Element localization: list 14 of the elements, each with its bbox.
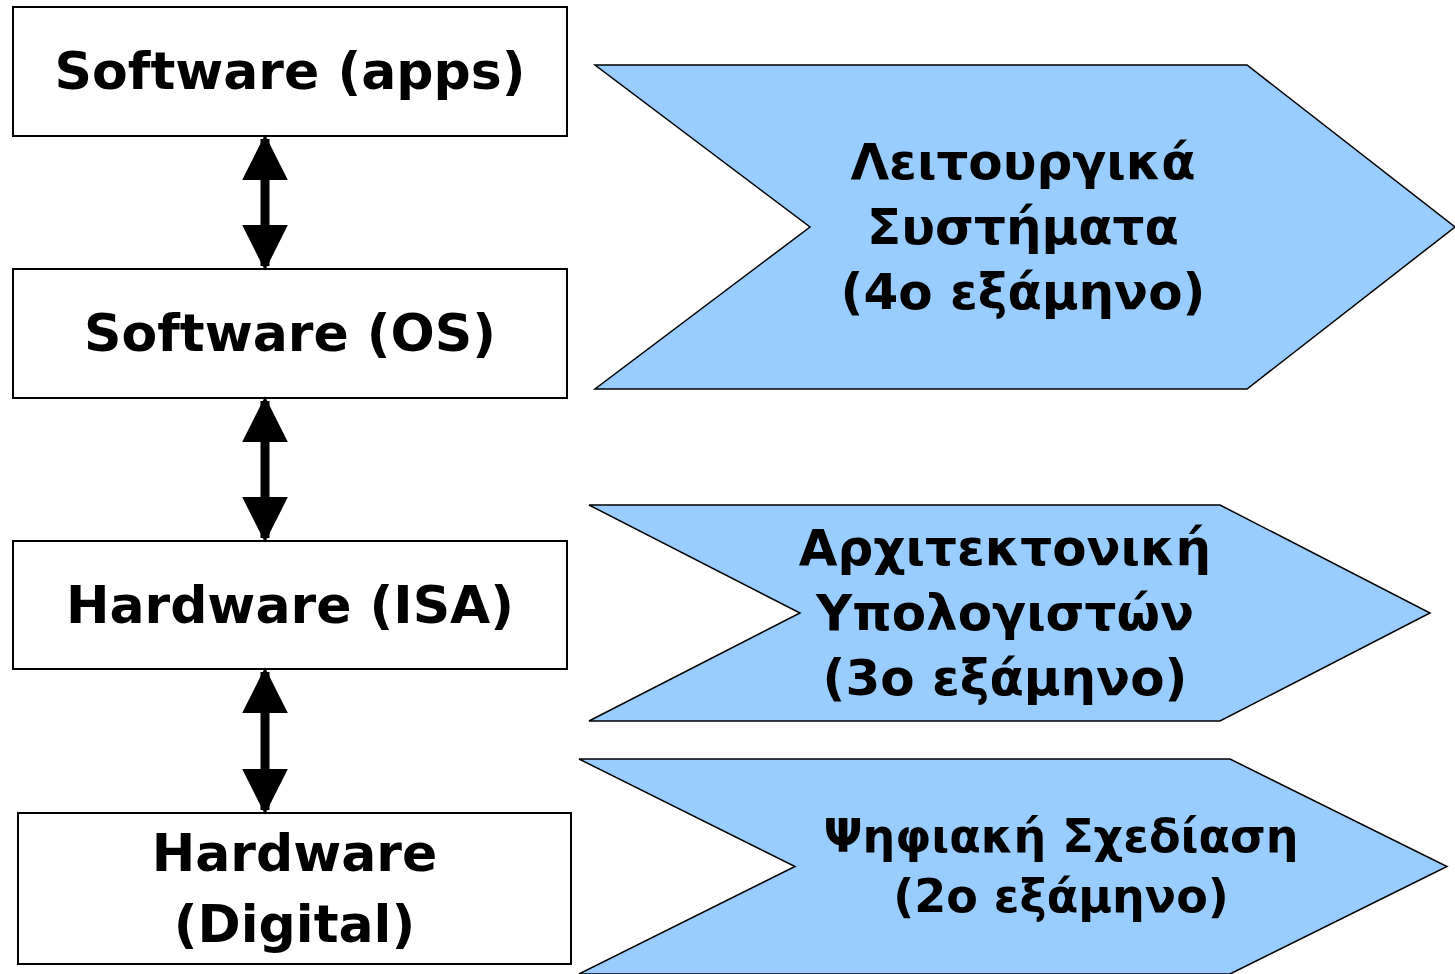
double-arrow bbox=[242, 134, 288, 271]
double-arrow bbox=[242, 667, 288, 815]
course-label: Ψηφιακή Σχεδίαση (2ο εξάμηνο) bbox=[822, 807, 1300, 925]
layer-label: Hardware (ISA) bbox=[65, 573, 515, 637]
layer-box bbox=[12, 6, 568, 137]
layer-box bbox=[12, 268, 568, 399]
layer-box bbox=[12, 540, 568, 670]
layer-label: Hardware (Digital) bbox=[150, 822, 439, 956]
layer-label: Software (OS) bbox=[84, 302, 496, 366]
double-arrow bbox=[242, 396, 288, 543]
layer-label: Software (apps) bbox=[54, 40, 526, 104]
course-label: Αρχιτεκτονική Υπολογιστών (3ο εξάμηνο) bbox=[797, 517, 1213, 709]
course-label: Λειτουργικά Συστήματα (4ο εξάμηνο) bbox=[839, 131, 1207, 323]
layer-box bbox=[17, 812, 572, 965]
